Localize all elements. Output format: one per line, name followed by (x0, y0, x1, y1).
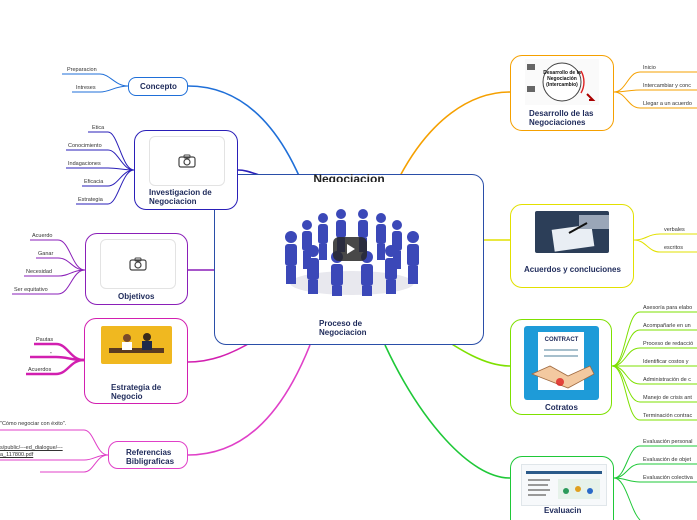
leaf-necesidad[interactable]: Necesidad (26, 269, 52, 275)
node-evaluacion[interactable]: Evaluacin (510, 456, 614, 520)
leaf-etica[interactable]: Etica (92, 125, 105, 131)
contract-image-label: CONTRACT (544, 337, 579, 343)
desarrollo-illustration (527, 62, 596, 102)
leaf-evaluacion-objetivos[interactable]: Evaluación de objet (643, 457, 692, 463)
video-play-button[interactable] (333, 237, 367, 261)
node-contratos[interactable]: CONTRACT Cotratos (510, 319, 612, 415)
play-icon (347, 244, 355, 254)
node-referencias-title: Referencias Bibligraficas (126, 448, 175, 466)
leaf-proceso-redaccion[interactable]: Proceso de redacció (643, 341, 694, 347)
node-referencias[interactable]: Referencias Bibligraficas (108, 441, 188, 469)
leaf-llegar-acuerdo[interactable]: Llegar a un acuerdo (643, 101, 692, 107)
node-investigacion-title: Investigacion de Negociacion (149, 188, 212, 206)
central-topic-title: Proceso de Negociacion (319, 319, 367, 337)
signing-document-image (535, 211, 609, 253)
node-estrategia-title: Estrategia de Negocio (111, 383, 162, 401)
leaf-dash[interactable]: - (50, 350, 52, 356)
leaf-administracion[interactable]: Administración de c (643, 377, 691, 383)
desarrollo-image-label: Desarrollo de la Negociación (Intercambi… (543, 70, 581, 88)
camera-icon (178, 154, 196, 168)
node-investigacion[interactable]: Investigacion de Negociacion (134, 130, 238, 210)
node-estrategia[interactable]: Estrategia de Negocio (84, 318, 188, 404)
leaf-indagaciones[interactable]: Indagaciones (68, 161, 101, 167)
leaf-acuerdo[interactable]: Acuerdo (32, 233, 53, 239)
leaf-identificar-costos[interactable]: Identificar costos y (643, 359, 689, 365)
node-acuerdos[interactable]: Acuerdos y concluciones (510, 204, 634, 288)
leaf-asesoria[interactable]: Asesoría para elabo (643, 305, 693, 311)
leaf-eficacia[interactable]: Eficacia (84, 179, 104, 185)
image-placeholder (149, 136, 225, 186)
desarrollo-diagram-image: Desarrollo de la Negociación (Intercambi… (525, 59, 599, 105)
people-circle-illustration (285, 209, 419, 296)
contract-illustration (530, 332, 595, 390)
signing-illustration (551, 215, 609, 252)
node-objetivos[interactable]: Objetivos (85, 233, 188, 305)
leaf-terminacion[interactable]: Terminación contrac (643, 413, 693, 419)
leaf-inicio[interactable]: Inicio (643, 65, 656, 71)
evaluacion-illustration (526, 471, 602, 499)
node-desarrollo-title: Desarrollo de las Negociaciones (529, 109, 594, 127)
leaf-ganar[interactable]: Ganar (38, 251, 54, 257)
leaf-verbales[interactable]: verbales (664, 227, 685, 233)
node-concepto-title: Concepto (140, 82, 177, 91)
central-header-cut: Negociacion (313, 172, 385, 182)
image-placeholder (100, 239, 176, 289)
meeting-illustration (109, 333, 164, 353)
node-contratos-title: Cotratos (545, 403, 578, 412)
leaf-evaluacion-personal[interactable]: Evaluación personal (643, 439, 693, 445)
evaluacion-image (521, 464, 607, 506)
leaf-evaluacion-colectiva[interactable]: Evaluación colectiva (643, 475, 693, 481)
business-meeting-image (101, 326, 172, 364)
central-topic-node[interactable]: Negociacion Proceso de Negociacion (214, 172, 484, 345)
camera-icon (129, 257, 147, 271)
node-desarrollo[interactable]: Desarrollo de la Negociación (Intercambi… (510, 55, 614, 131)
leaf-pautas[interactable]: Pautas (36, 337, 54, 343)
leaf-manejo-crisis[interactable]: Manejo de crisis ant (643, 395, 692, 401)
leaf-preparacion[interactable]: Preparacion (67, 67, 97, 73)
leaf-acompanarle[interactable]: Acompañarle en un (643, 323, 691, 329)
contract-image: CONTRACT (524, 326, 599, 400)
leaf-ser-equitativo[interactable]: Ser equitativo (14, 287, 48, 293)
leaf-estrategia[interactable]: Estrategia (78, 197, 103, 203)
leaf-referencia-1[interactable]: "Cómo negociar con éxito". (0, 421, 67, 427)
leaf-referencia-link-2[interactable]: a_117800.pdf (0, 452, 34, 458)
leaf-referencia-link-1[interactable]: s/public/---ed_dialogue/--- (0, 445, 63, 451)
leaf-intreses[interactable]: Intreses (76, 85, 96, 91)
leaf-conocimiento[interactable]: Conocimiento (68, 143, 102, 149)
node-objetivos-title: Objetivos (118, 292, 155, 301)
leaf-escritos[interactable]: escritos (664, 245, 683, 251)
node-evaluacion-title: Evaluacin (544, 506, 582, 515)
leaf-intercambiar[interactable]: Intercambiar y conc (643, 83, 691, 89)
node-acuerdos-title: Acuerdos y concluciones (524, 265, 621, 274)
node-concepto[interactable]: Concepto (128, 77, 188, 96)
leaf-acuerdos[interactable]: Acuerdos (28, 367, 52, 373)
